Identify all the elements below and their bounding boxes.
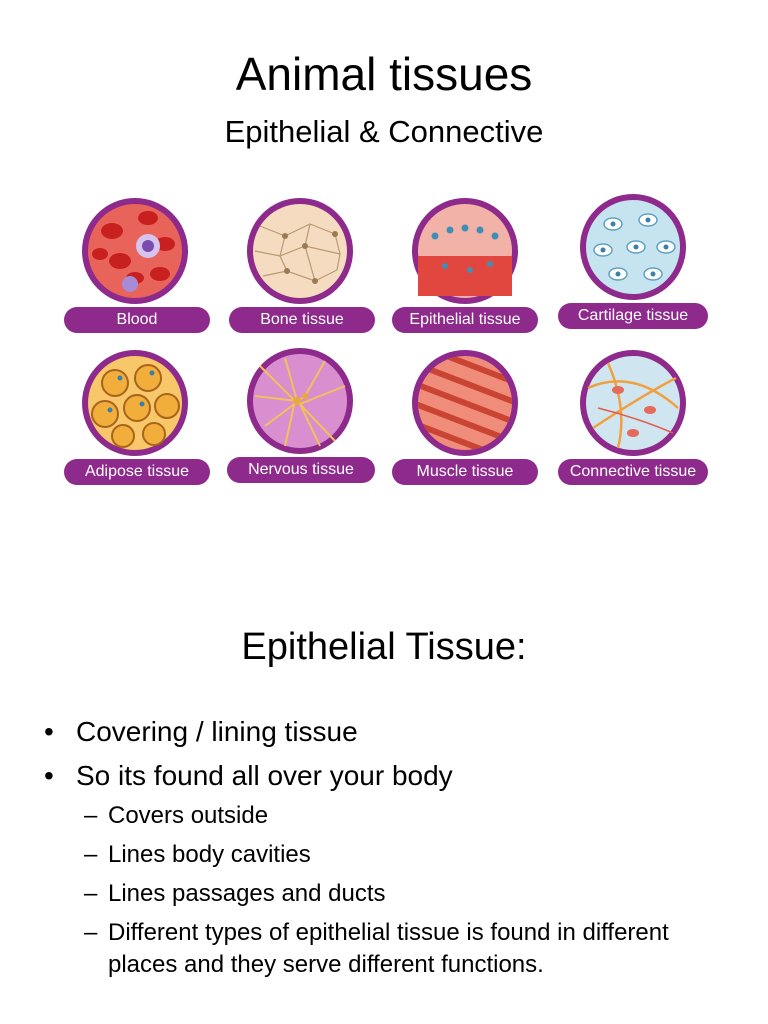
nervous-tissue-icon xyxy=(247,348,353,454)
tissue-label-nervous: Nervous tissue xyxy=(227,457,375,483)
sub-bullet-text: Covers outside xyxy=(108,802,269,829)
tissue-label-muscle: Muscle tissue xyxy=(392,459,538,485)
tile-adipose: Adipose tissue xyxy=(60,348,210,498)
section-title: Epithelial Tissue: xyxy=(241,626,527,668)
dash-marker: – xyxy=(84,802,98,829)
tissue-label-bone: Bone tissue xyxy=(229,307,375,333)
bone-tissue-icon xyxy=(247,198,353,304)
slide-title: Animal tissues xyxy=(235,48,533,100)
tile-epithelial: Epithelial tissue xyxy=(390,196,540,346)
sub-bullet-item: – Different types of epithelial tissue i… xyxy=(44,917,744,981)
slide-subtitle: Epithelial & Connective xyxy=(224,114,544,149)
tile-cartilage: Cartilage tissue xyxy=(558,192,708,342)
tile-bone: Bone tissue xyxy=(225,196,375,346)
tile-muscle: Muscle tissue xyxy=(390,348,540,498)
tissue-label-epithelial: Epithelial tissue xyxy=(392,307,538,333)
tile-nervous: Nervous tissue xyxy=(225,346,375,496)
bullet-item: • So its found all over your body xyxy=(44,754,744,798)
tile-blood: Blood xyxy=(60,196,210,346)
bullet-list: • Covering / lining tissue • So its foun… xyxy=(44,710,744,981)
adipose-tissue-icon xyxy=(82,350,188,456)
epithelial-tissue-icon xyxy=(412,198,518,304)
cartilage-tissue-icon xyxy=(580,194,686,300)
tissue-label-adipose: Adipose tissue xyxy=(64,459,210,485)
dash-marker: – xyxy=(84,919,98,946)
sub-bullet-text: Lines body cavities xyxy=(108,841,311,868)
blood-cells-icon xyxy=(82,198,188,304)
muscle-tissue-icon xyxy=(412,350,518,456)
connective-tissue-icon xyxy=(580,350,686,456)
dash-marker: – xyxy=(84,880,98,907)
sub-bullet-text: Different types of epithelial tissue is … xyxy=(108,919,669,978)
sub-bullet-item: – Covers outside xyxy=(44,800,744,832)
bullet-text: So its found all over your body xyxy=(76,760,453,791)
sub-bullet-item: – Lines body cavities xyxy=(44,839,744,871)
sub-bullet-item: – Lines passages and ducts xyxy=(44,878,744,910)
dash-marker: – xyxy=(84,841,98,868)
tissue-label-blood: Blood xyxy=(64,307,210,333)
bullet-text: Covering / lining tissue xyxy=(76,716,358,747)
sub-bullet-text: Lines passages and ducts xyxy=(108,880,386,907)
tile-connective: Connective tissue xyxy=(558,348,708,498)
bullet-marker: • xyxy=(44,760,54,791)
bullet-item: • Covering / lining tissue xyxy=(44,710,744,754)
tissue-label-cartilage: Cartilage tissue xyxy=(558,303,708,329)
bullet-marker: • xyxy=(44,716,54,747)
tissue-label-connective: Connective tissue xyxy=(558,459,708,485)
